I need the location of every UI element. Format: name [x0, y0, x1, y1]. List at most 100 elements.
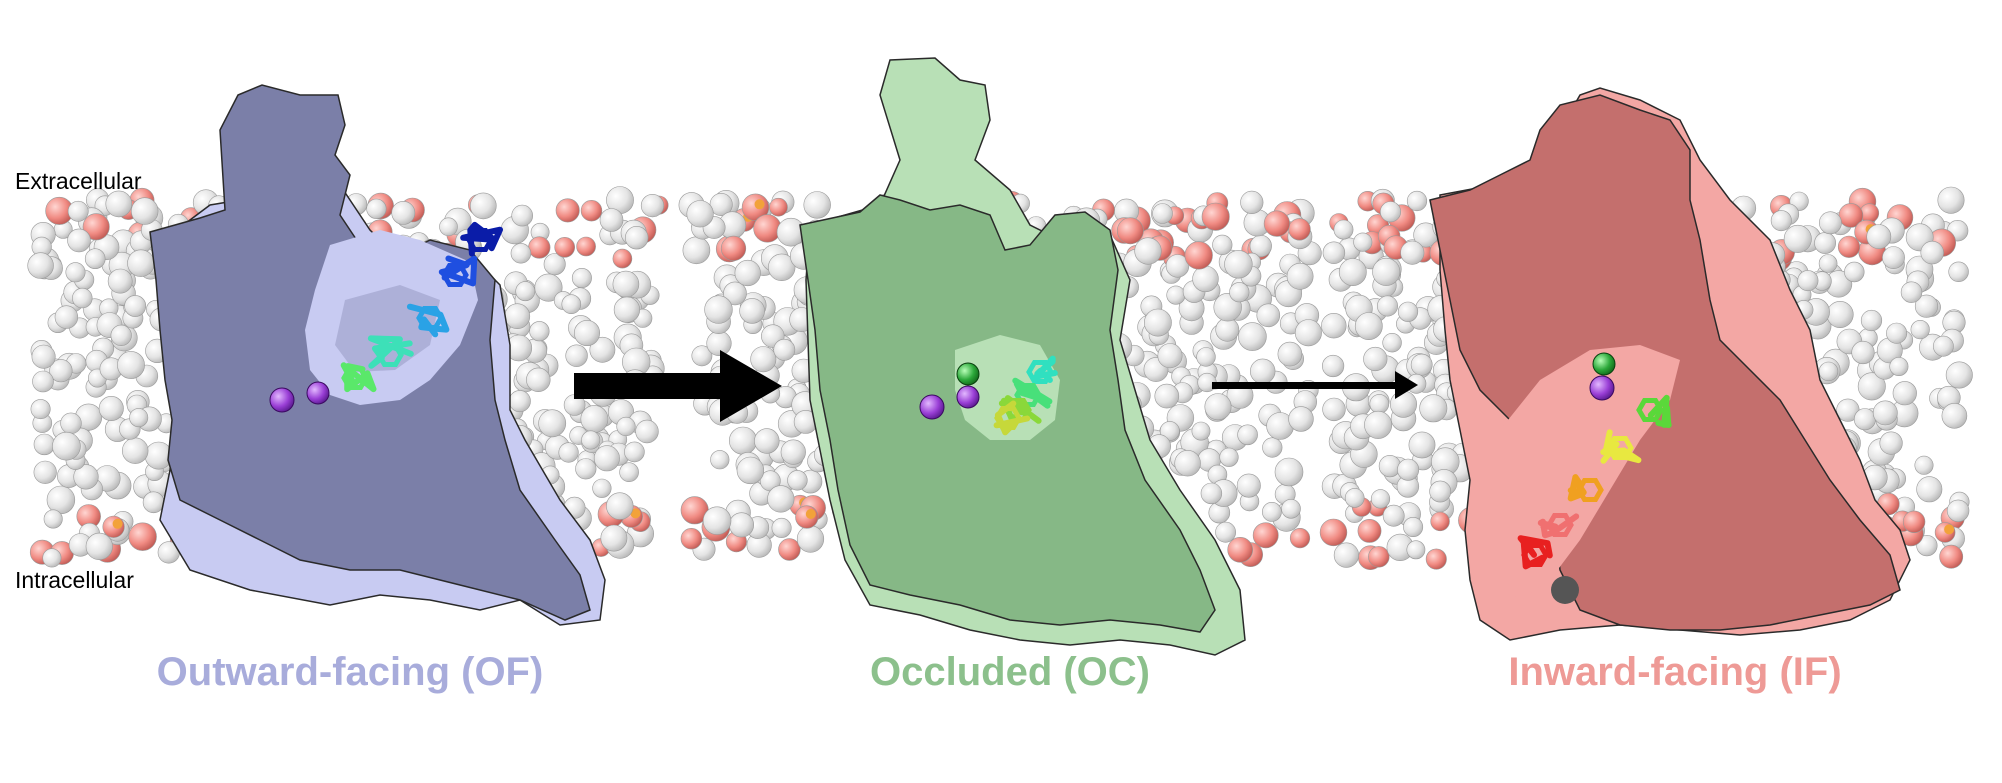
- lipid-tail: [1410, 353, 1433, 376]
- lipid-headgroup: [1357, 519, 1382, 543]
- lipid-tail: [33, 433, 56, 456]
- lipid-tail: [736, 456, 765, 485]
- of-substrate-pose: [406, 303, 450, 338]
- lipid-tail: [1900, 281, 1923, 303]
- lipid-tail: [1215, 317, 1240, 342]
- lipid-headgroup: [1263, 210, 1290, 237]
- lipid-tail: [702, 506, 732, 535]
- lipid-tail: [1219, 447, 1239, 467]
- lipid-tail: [767, 485, 795, 513]
- lipid-tail: [1814, 232, 1837, 254]
- lipid-tail: [54, 305, 79, 329]
- lipid-tail: [561, 294, 582, 315]
- lipid-tail: [780, 439, 806, 465]
- lipid-tail: [704, 295, 733, 324]
- lipid-tail: [1916, 476, 1943, 503]
- lipid-tail: [1364, 410, 1393, 439]
- lipid-tail: [1400, 240, 1425, 265]
- oc-chloride-ion: [956, 362, 980, 386]
- lipid-tail: [1236, 473, 1261, 498]
- lipid-tail: [1196, 347, 1216, 367]
- lipid-headgroup: [528, 236, 551, 259]
- lipid-tail: [121, 437, 149, 464]
- lipid-tail: [1237, 424, 1258, 446]
- lipid-tail: [85, 532, 113, 561]
- lipid-tail: [43, 509, 63, 529]
- lipid-tail: [1403, 516, 1424, 537]
- lipid-tail: [469, 192, 497, 220]
- lipid-tail: [1853, 408, 1876, 431]
- arrow-of-to-oc: [574, 350, 782, 422]
- lipid-tail: [1277, 341, 1303, 367]
- lipid-tail: [575, 458, 597, 480]
- lipid-tail: [1286, 262, 1314, 290]
- if-substrate-pose: [1567, 474, 1604, 502]
- lipid-tail: [1826, 300, 1854, 328]
- lipid-tail: [27, 252, 54, 279]
- lipid-tail: [72, 287, 93, 309]
- lipid-tail: [142, 491, 165, 514]
- lipid-headgroup: [1939, 544, 1964, 569]
- lipid-headgroup: [1201, 202, 1230, 231]
- if-cavity: [1490, 345, 1680, 600]
- lipid-tail: [124, 295, 147, 317]
- intracellular-label: Intracellular: [15, 567, 134, 593]
- if-substrate-pose: [1600, 429, 1642, 464]
- lipid-tail: [1866, 224, 1892, 250]
- lipid-headgroup: [82, 213, 110, 241]
- lipid-tail: [129, 408, 149, 428]
- lipid-tail: [1262, 437, 1283, 458]
- lipid-tail: [624, 226, 649, 250]
- lipid-tail: [728, 512, 754, 538]
- lipid-tail: [107, 268, 133, 294]
- lipid-tail: [1916, 534, 1938, 557]
- lipid-tail: [1333, 219, 1354, 240]
- ions: [269, 352, 1616, 420]
- phosphorus-atom: [1944, 524, 1955, 535]
- lipid-tail: [1144, 308, 1172, 337]
- lipid-tail: [616, 416, 636, 437]
- lipid-tail: [1783, 224, 1812, 253]
- lipid-tail: [1262, 501, 1282, 522]
- lipid-headgroup: [720, 235, 747, 261]
- lipid-tail: [710, 450, 730, 470]
- lipid-tail: [750, 346, 777, 373]
- lipid-tail: [1382, 333, 1402, 353]
- lipid-tail: [1429, 480, 1452, 503]
- lipid-tail: [1419, 394, 1448, 423]
- phosphorus-atom: [112, 518, 123, 529]
- lipid-tail: [1321, 354, 1345, 378]
- lipid-tail: [1892, 381, 1917, 406]
- lipid-tail: [1378, 455, 1401, 478]
- lipid-tail: [600, 524, 628, 552]
- lipid-tail: [1240, 190, 1264, 214]
- lipid-tail: [1879, 431, 1903, 455]
- lipid-tail: [439, 217, 458, 237]
- lipid-tail: [110, 324, 132, 347]
- lipid-headgroup: [1368, 546, 1390, 568]
- lipid-tail: [682, 236, 711, 265]
- lipid-tail: [1333, 542, 1359, 568]
- oc-substrate-pose: [1012, 377, 1053, 409]
- lipid-headgroup: [769, 197, 788, 217]
- lipid-tail: [686, 200, 714, 228]
- lipid-tail: [1797, 270, 1819, 292]
- lipid-tail: [1238, 322, 1267, 351]
- if-substrate-pose: [1517, 535, 1553, 570]
- lipid-tail: [592, 478, 612, 498]
- lipid-tail: [31, 344, 56, 369]
- lipid-tail: [1882, 246, 1905, 270]
- lipid-headgroup: [1425, 548, 1447, 570]
- lipid-tail: [1288, 406, 1314, 432]
- lipid-tail: [105, 190, 133, 218]
- lipid-tail: [32, 370, 54, 393]
- lipid-tail: [526, 367, 551, 392]
- lipid-headgroup: [554, 237, 576, 258]
- lipid-tail: [1937, 186, 1965, 214]
- lipid-headgroup: [1288, 218, 1311, 241]
- lipid-headgroup: [1116, 217, 1144, 245]
- lipid-headgroup: [680, 527, 703, 550]
- lipid-tail: [1851, 340, 1875, 365]
- lipid-tail: [391, 200, 416, 225]
